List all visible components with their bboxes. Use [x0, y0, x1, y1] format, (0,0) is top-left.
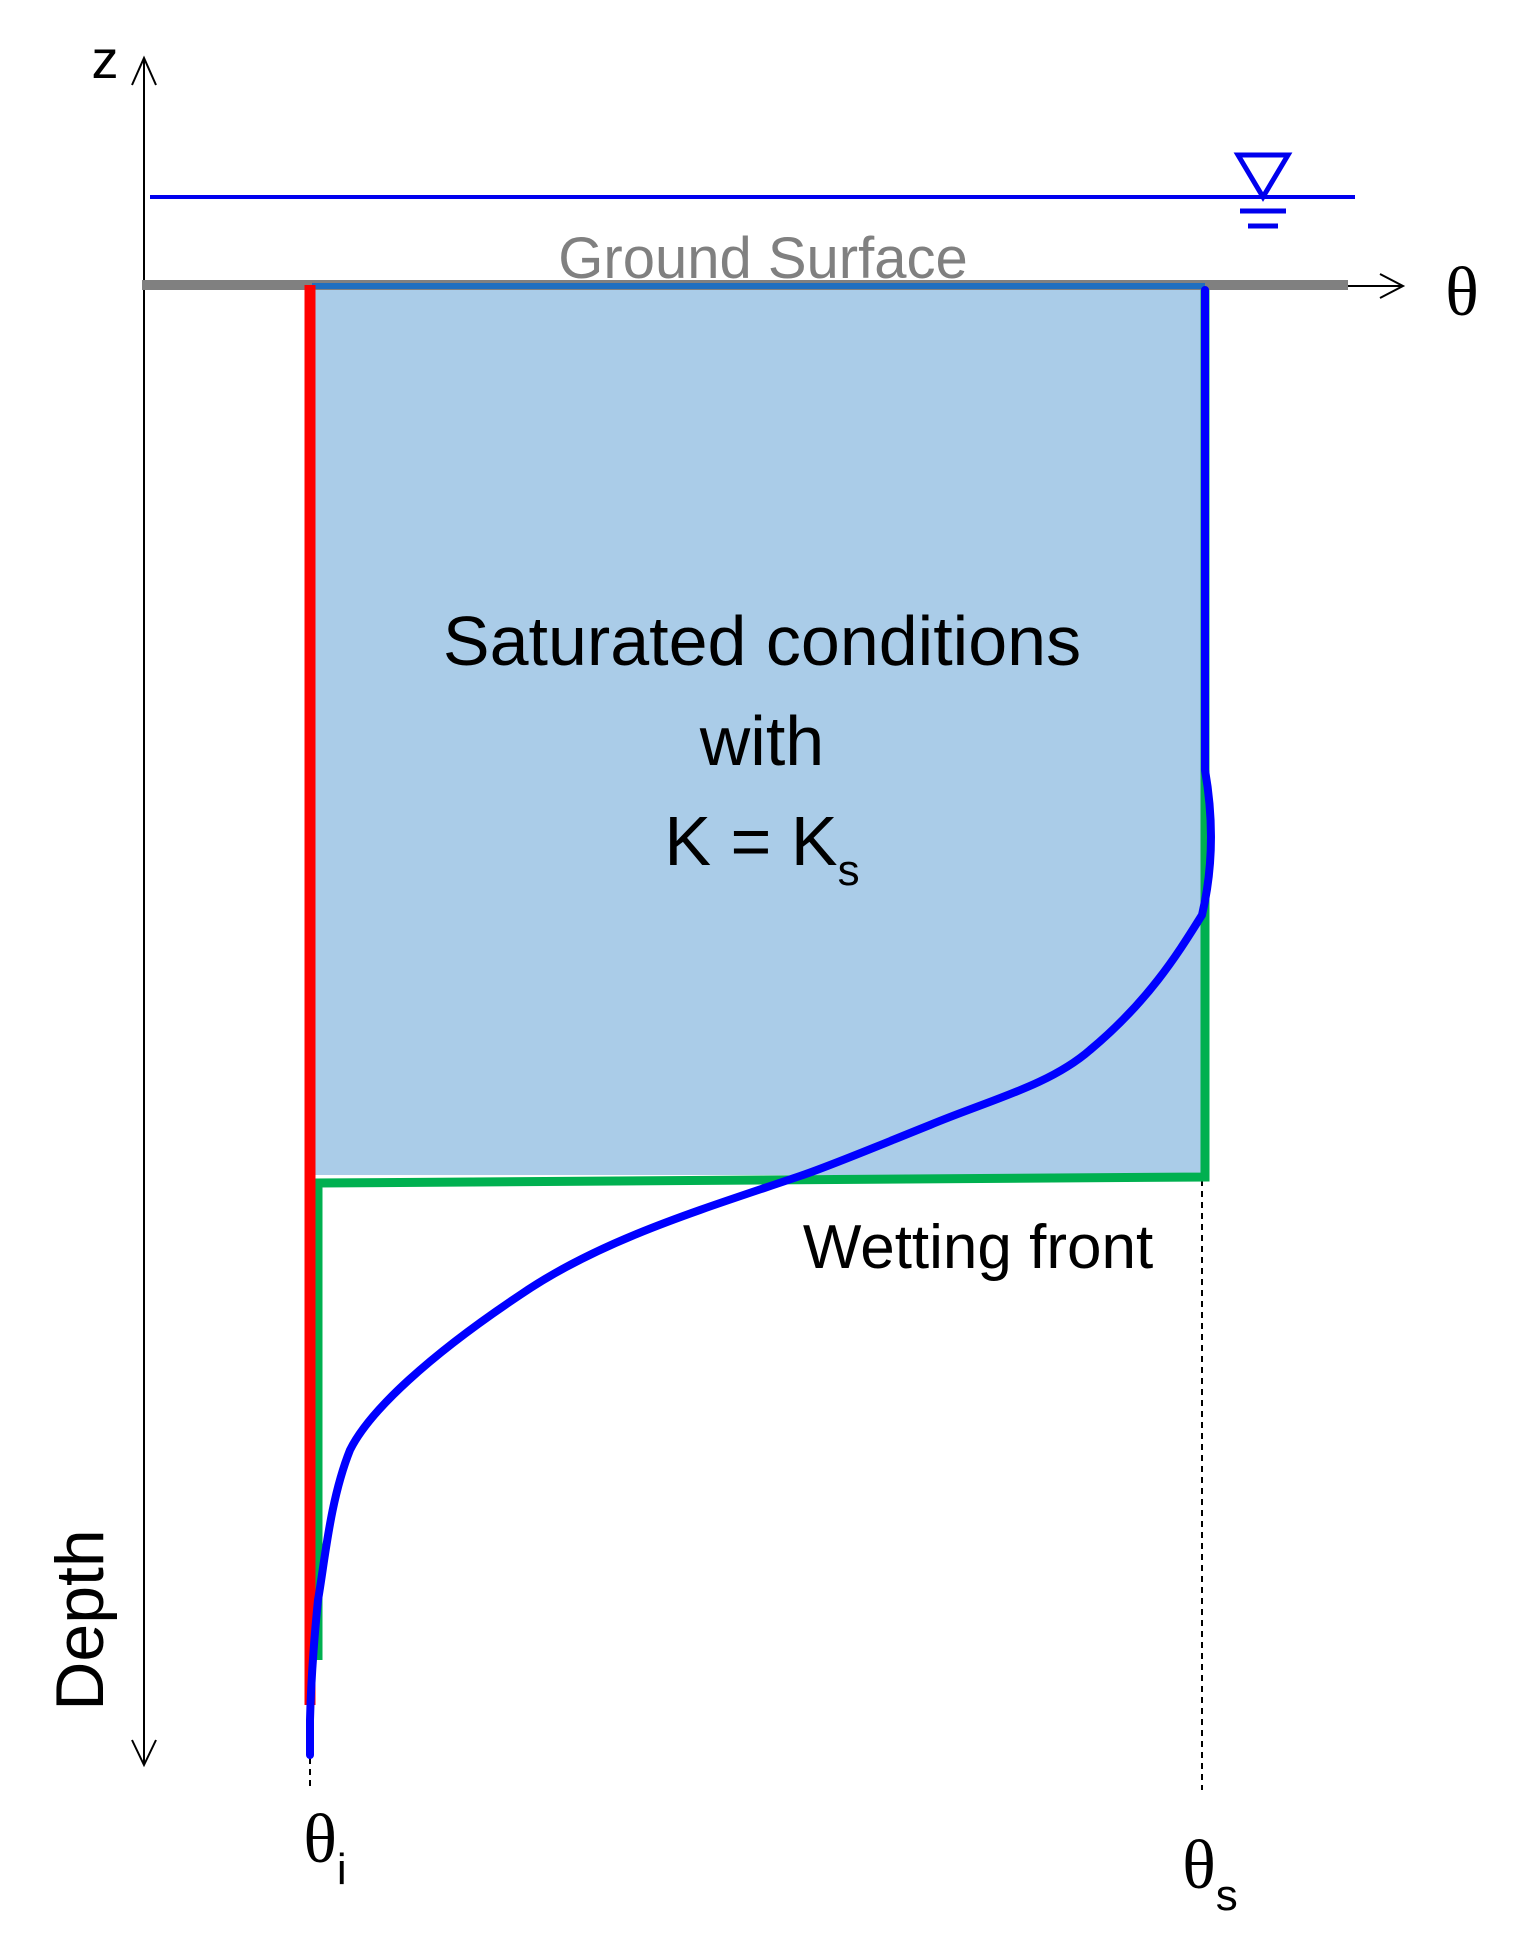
depth-axis-label: Depth — [42, 1529, 118, 1710]
saturated-label-line1: Saturated conditions — [443, 602, 1081, 680]
actual-moisture-profile — [306, 286, 1215, 1759]
water-table-triangle-icon — [1233, 152, 1293, 229]
depth-axis — [131, 55, 157, 1768]
theta-axis-label: θ — [1445, 254, 1479, 331]
saturated-label-line2: with — [699, 702, 824, 780]
theta-i-label: θi — [303, 1801, 346, 1894]
theta-s-label: θs — [1182, 1827, 1238, 1920]
wetting-front-label: Wetting front — [803, 1213, 1153, 1282]
theta-axis-arrow — [1348, 273, 1406, 299]
theta-s-subscript: s — [1216, 1871, 1238, 1920]
saturated-region — [312, 287, 1205, 1175]
saturated-label-line3: K = Ks — [664, 802, 859, 895]
theta-s-symbol: θ — [1182, 1827, 1216, 1904]
theta-i-subscript: i — [337, 1845, 347, 1894]
ground-surface-label: Ground Surface — [558, 226, 967, 291]
theta-i-symbol: θ — [303, 1801, 337, 1878]
z-axis-label: z — [92, 30, 119, 90]
k-subscript: s — [838, 846, 860, 895]
k-equals-label: K = K — [664, 802, 837, 880]
